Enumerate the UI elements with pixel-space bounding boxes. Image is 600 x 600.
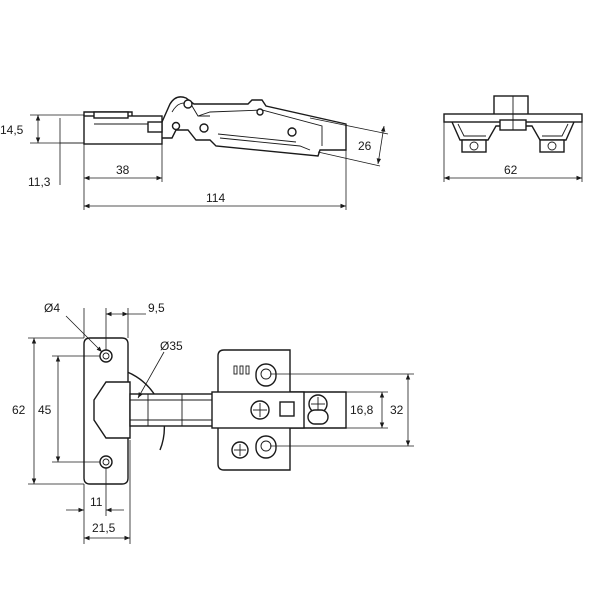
dim-total-length: 114	[206, 191, 225, 205]
plan-slot-bottom	[255, 435, 277, 459]
end-clip-right	[539, 139, 565, 153]
side-pivot-hole-4	[287, 127, 297, 137]
side-pivot-hole-1	[183, 99, 193, 109]
side-pivot-hole-5	[256, 108, 264, 116]
end-top-block	[493, 95, 529, 117]
side-pivot-hole-3	[199, 123, 209, 133]
dim-hole-offset: 9,5	[148, 301, 165, 315]
side-cup-flange-plate	[93, 111, 129, 119]
dim-end-width: 62	[504, 163, 518, 177]
side-pivot-hole-2	[171, 121, 181, 131]
plan-arm	[129, 393, 221, 427]
side-arm-outline	[161, 96, 347, 157]
dim-cup-offset: 38	[116, 163, 130, 177]
dim-height-top: 14,5	[0, 123, 24, 137]
plan-screw-hole-bottom	[99, 455, 113, 469]
side-view: 14,5 11,3 38 114 26	[0, 96, 389, 210]
dim-edge-11: 11	[90, 495, 103, 509]
end-clip-left	[461, 139, 487, 153]
dim-mount-32: 32	[390, 403, 404, 417]
plan-cup-housing	[93, 381, 131, 439]
plan-view: Ø4 9,5 Ø35 62 45 11 21,5 16,8	[12, 301, 414, 544]
dim-arm-height: 26	[358, 139, 372, 153]
dim-cup-dia: Ø35	[160, 339, 183, 353]
dim-plate-height: 62	[12, 403, 26, 417]
dim-edge-21-5: 21,5	[92, 521, 116, 535]
end-view: 62	[443, 95, 583, 182]
side-cup-notch	[147, 121, 163, 133]
plan-slot-top	[255, 363, 277, 387]
plan-square-cutout	[279, 401, 295, 417]
dim-hole-spacing: 45	[38, 403, 52, 417]
dim-mount-16-8: 16,8	[350, 403, 374, 417]
dim-hole-dia: Ø4	[44, 301, 60, 315]
dim-offset: 11,3	[28, 175, 51, 189]
